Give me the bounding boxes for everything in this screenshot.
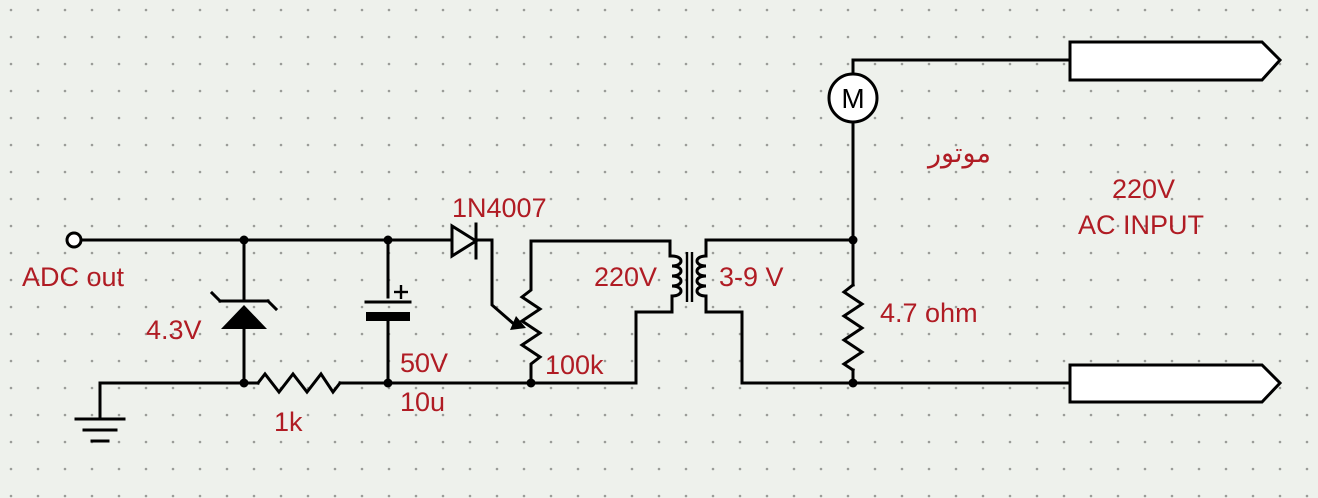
adc-out-label: ADC out <box>22 262 125 292</box>
wires <box>80 58 1072 420</box>
zener-diode-icon <box>209 290 279 329</box>
ac-voltage-label: 220V <box>1112 174 1175 204</box>
resistor-1k-label: 1k <box>274 407 303 437</box>
diode-1n4007-icon <box>450 222 479 260</box>
junctions <box>239 235 858 388</box>
motor-symbol: M <box>841 83 864 114</box>
adc-out-terminal <box>65 231 83 249</box>
resistor-4-7-ohm-label: 4.7 ohm <box>880 298 978 328</box>
secondary-voltage-label: 3-9 V <box>719 262 784 292</box>
motor-icon: M <box>827 72 879 124</box>
ac-input-connector-bottom <box>1068 363 1283 404</box>
ac-input-label: AC INPUT <box>1078 210 1204 240</box>
zener-label: 4.3V <box>146 315 202 345</box>
ground-icon <box>74 417 126 443</box>
resistor-1k-icon <box>255 371 343 395</box>
ac-input-connector-top <box>1068 40 1283 82</box>
motor-label: موتور <box>926 138 991 169</box>
potentiometer-100k-icon <box>510 283 543 371</box>
diode-label: 1N4007 <box>452 193 547 223</box>
transformer-icon <box>670 252 708 314</box>
primary-voltage-label: 220V <box>594 262 657 292</box>
capacitor-voltage-label: 50V <box>400 348 448 378</box>
potentiometer-label: 100k <box>545 350 604 380</box>
capacitor-icon <box>364 285 412 321</box>
resistor-4-7-ohm-icon <box>841 282 865 373</box>
capacitor-value-label: 10u <box>400 387 445 417</box>
